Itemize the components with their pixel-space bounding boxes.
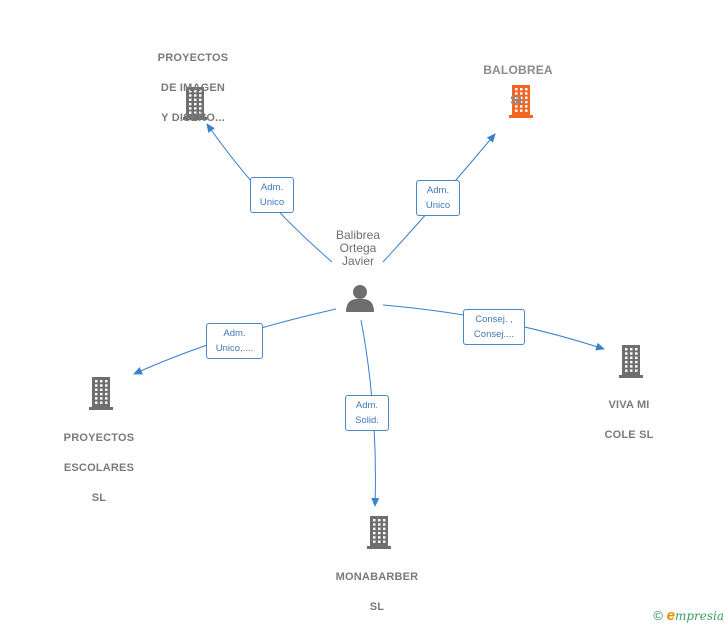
- company-name-line: PROYECTOS: [63, 432, 135, 444]
- relation-line: Consej. ,: [475, 314, 513, 325]
- company-name-line: DE IMAGEN: [160, 82, 226, 94]
- center-person-name[interactable]: Balibrea Ortega Javier: [318, 229, 398, 268]
- brand-name: mpresia: [674, 609, 724, 623]
- building-icon-proyectos-escolares[interactable]: [89, 377, 113, 410]
- company-label-viva-mi-cole[interactable]: VIVA MI COLE SL: [579, 383, 679, 443]
- company-name-line: Y DISEÑO...: [161, 112, 225, 124]
- company-name-line: VIVA MI: [608, 399, 650, 411]
- relation-line: Solid.: [355, 415, 379, 426]
- company-label-monabarber[interactable]: MONABARBER SL: [327, 555, 427, 615]
- relation-line: Unico: [425, 200, 451, 211]
- company-name-line: BALOBREA: [483, 63, 553, 77]
- relation-label-proyectos-imagen[interactable]: Adm. Unico: [250, 177, 294, 213]
- company-label-proyectos-escolares[interactable]: PROYECTOS ESCOLARES SL: [49, 416, 149, 506]
- brand-initial: e: [666, 607, 675, 624]
- building-icon-balobrea[interactable]: [509, 85, 533, 118]
- person-name-line: Ortega: [339, 241, 377, 255]
- person-icon[interactable]: [346, 285, 374, 312]
- company-label-balobrea[interactable]: BALOBREA SL: [468, 48, 568, 108]
- company-name-line: SL: [369, 601, 385, 613]
- building-icon-proyectos-imagen[interactable]: [183, 87, 207, 120]
- relation-line: Adm.: [355, 400, 379, 411]
- relation-label-proyectos-escolares[interactable]: Adm. Unico,....: [206, 323, 263, 359]
- relation-label-balobrea[interactable]: Adm. Unico: [416, 180, 460, 216]
- company-label-proyectos-imagen[interactable]: PROYECTOS DE IMAGEN Y DISEÑO...: [143, 36, 243, 126]
- relation-line: Unico,....: [215, 343, 254, 354]
- relation-line: Adm.: [260, 182, 284, 193]
- relation-line: Adm.: [223, 328, 246, 339]
- relation-line: Unico: [259, 197, 285, 208]
- company-name-line: PROYECTOS: [157, 52, 229, 64]
- person-name-line: Javier: [341, 254, 374, 268]
- person-name-line: Balibrea: [335, 228, 381, 242]
- relation-line: Adm.: [426, 185, 450, 196]
- company-name-line: MONABARBER: [335, 571, 419, 583]
- building-icon-viva-mi-cole[interactable]: [619, 345, 643, 378]
- company-name-line: COLE SL: [604, 429, 654, 441]
- empresia-brand: © empresia: [653, 607, 724, 624]
- relation-label-monabarber[interactable]: Adm. Solid.: [345, 395, 389, 431]
- company-name-line: SL: [91, 492, 107, 504]
- relation-label-viva-mi-cole[interactable]: Consej. , Consej....: [463, 309, 525, 345]
- company-name-line: ESCOLARES: [63, 462, 135, 474]
- copyright-symbol: ©: [653, 608, 663, 623]
- relation-line: Consej....: [473, 329, 515, 340]
- building-icon-monabarber[interactable]: [367, 516, 391, 549]
- company-name-line: SL: [510, 93, 526, 107]
